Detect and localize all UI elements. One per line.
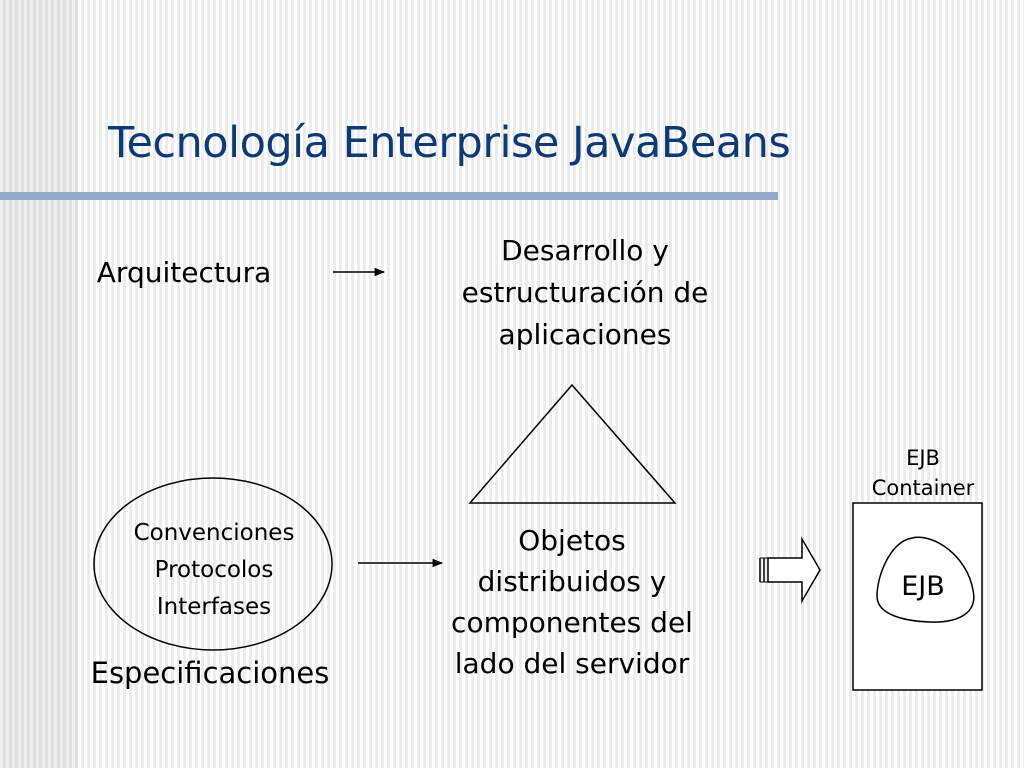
title-underline xyxy=(0,192,778,200)
desarrollo-line-1: Desarrollo y xyxy=(501,234,669,267)
container-line-1: EJB xyxy=(906,446,940,470)
objetos-label: Objetos distribuidos y componentes del l… xyxy=(400,520,744,684)
triangle xyxy=(468,383,677,504)
objetos-line-2: distribuidos y xyxy=(477,565,667,598)
block-arrow xyxy=(759,536,821,604)
desarrollo-line-2: estructuración de xyxy=(461,276,709,309)
desarrollo-label: Desarrollo y estructuración de aplicacio… xyxy=(400,230,770,356)
ejb-container-label: EJB Container xyxy=(848,443,998,503)
container-line-2: Container xyxy=(871,476,975,500)
left-decor-band xyxy=(0,0,78,768)
item-protocolos: Protocolos xyxy=(154,557,274,583)
item-interfases: Interfases xyxy=(156,594,272,620)
desarrollo-line-3: aplicaciones xyxy=(498,318,672,351)
item-convenciones: Convenciones xyxy=(133,520,295,546)
objetos-line-4: lado del servidor xyxy=(454,647,690,680)
arquitectura-label: Arquitectura xyxy=(96,256,272,289)
slide-title: Tecnología Enterprise JavaBeans xyxy=(108,118,791,168)
objetos-line-1: Objetos xyxy=(518,524,626,557)
especificaciones-ellipse xyxy=(93,477,333,651)
objetos-line-3: componentes del xyxy=(451,606,693,639)
ejb-blob xyxy=(876,536,975,623)
especificaciones-items: Convenciones Protocolos Interfases xyxy=(104,515,324,626)
especificaciones-label: Especificaciones xyxy=(90,656,330,690)
ejb-label: EJB xyxy=(901,571,945,602)
